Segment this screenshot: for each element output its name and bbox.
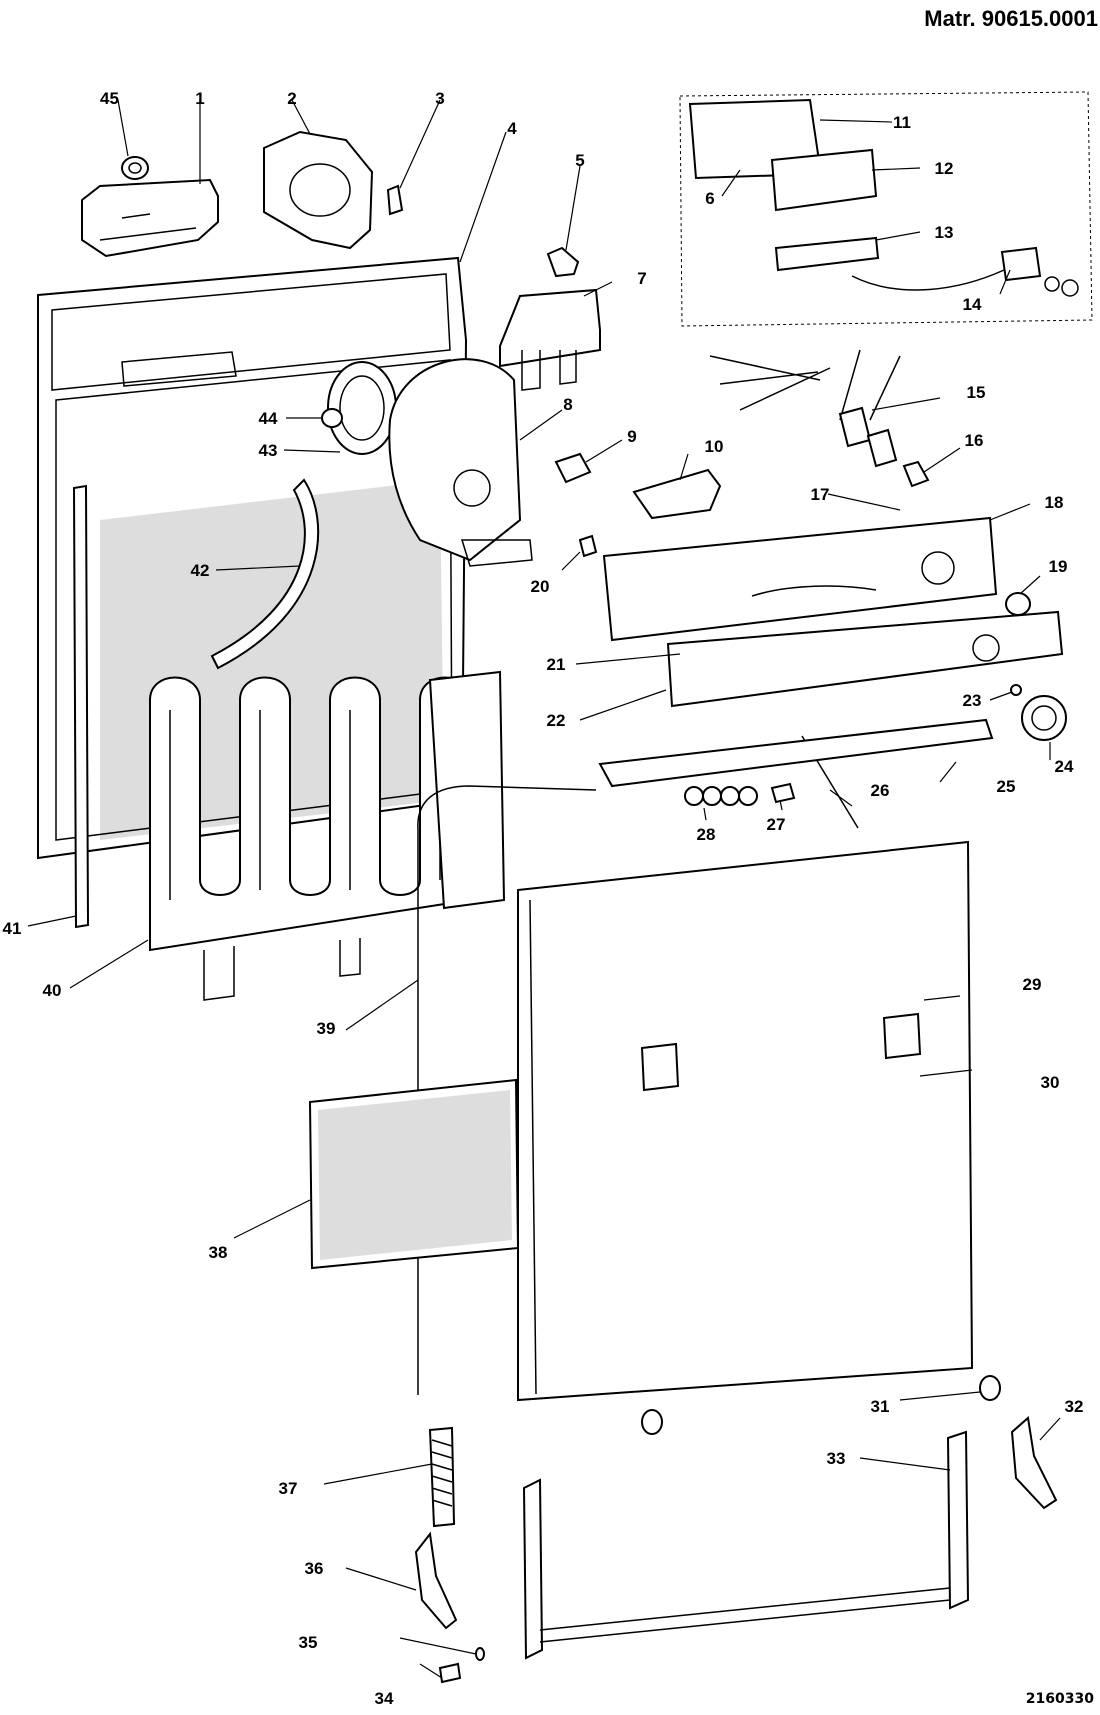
leader-lines (27, 99, 1061, 1679)
callout-26: 26 (871, 781, 890, 800)
callout-41: 41 (3, 919, 22, 938)
callout-11: 11 (893, 113, 911, 132)
callout-5: 5 (575, 151, 584, 170)
part-13-display-board (774, 236, 880, 272)
part-45-cap (121, 156, 149, 180)
part-14-switch (851, 246, 1079, 297)
callout-23: 23 (963, 691, 982, 710)
part-23-washer (1010, 684, 1022, 696)
part-15-wiring-harness (709, 349, 901, 468)
part-35-pin (475, 1647, 485, 1661)
callout-9: 9 (627, 427, 636, 446)
part-18-control-panel (602, 516, 998, 642)
callout-31: 31 (871, 1397, 890, 1416)
part-24-knob (1021, 695, 1067, 741)
part-20-clip (578, 534, 598, 558)
callout-34: 34 (375, 1689, 394, 1708)
part-43-ring (327, 361, 397, 455)
callout-29: 29 (1023, 975, 1042, 994)
callout-32: 32 (1065, 1397, 1084, 1416)
part-19-button (1005, 592, 1031, 616)
callout-38: 38 (209, 1243, 228, 1262)
callout-6: 6 (705, 189, 714, 208)
part-2-housing (263, 130, 374, 250)
part-40-heater-element (149, 670, 506, 1001)
part-37-spring (428, 1426, 456, 1528)
callout-17: 17 (811, 485, 830, 504)
part-5-bracket (546, 246, 580, 278)
part-7-door-lock (499, 288, 601, 391)
callout-12: 12 (935, 159, 954, 178)
callout-18: 18 (1045, 493, 1064, 512)
callout-39: 39 (317, 1019, 336, 1038)
part-8-fan (388, 358, 533, 567)
part-25-strip (598, 718, 994, 788)
callout-20: 20 (531, 577, 550, 596)
callout-24: 24 (1055, 757, 1074, 776)
part-22-facia (666, 610, 1064, 708)
callout-45: 45 (100, 89, 119, 108)
part-28-lamps (684, 786, 758, 806)
callout-25: 25 (997, 777, 1016, 796)
callout-42: 42 (191, 561, 210, 580)
part-3-clip (386, 184, 404, 216)
part-27-lens (770, 782, 796, 804)
callout-22: 22 (547, 711, 566, 730)
callout-16: 16 (965, 431, 984, 450)
part-36-hinge (414, 1531, 458, 1630)
part-10-support (632, 468, 722, 520)
part-42-hose (210, 478, 320, 670)
callout-13: 13 (935, 223, 954, 242)
part-9-pad (554, 452, 592, 484)
callout-30: 30 (1041, 1073, 1060, 1092)
part-32-hinge (1010, 1416, 1058, 1510)
callout-28: 28 (697, 825, 716, 844)
electronics-group-frame (679, 91, 1093, 327)
callout-21: 21 (547, 655, 566, 674)
callout-36: 36 (305, 1559, 324, 1578)
part-38-fill (318, 1090, 512, 1260)
part-12-control-board (770, 148, 878, 212)
callout-8: 8 (563, 395, 572, 414)
part-44-grommet (321, 408, 343, 428)
callout-27: 27 (767, 815, 786, 834)
callout-40: 40 (43, 981, 62, 1000)
part-30-outer-door (517, 840, 974, 1402)
part-39-cable (417, 785, 597, 1395)
callout-1: 1 (195, 89, 204, 108)
drawing-number: 2160330 (1025, 1691, 1094, 1707)
callout-19: 19 (1049, 557, 1068, 576)
callout-15: 15 (967, 383, 986, 402)
callout-44: 44 (259, 409, 278, 428)
callout-labels: 45 1 2 3 4 5 6 7 8 9 10 11 12 13 14 15 1… (3, 89, 1084, 1708)
part-34-bush (438, 1662, 462, 1684)
part-31-feet (641, 1375, 1001, 1435)
callout-2: 2 (287, 89, 296, 108)
callout-7: 7 (637, 269, 646, 288)
part-29-brackets (640, 1012, 922, 1092)
callout-4: 4 (507, 119, 517, 138)
part-41-gasket (72, 484, 90, 929)
callout-10: 10 (705, 437, 724, 456)
callout-35: 35 (299, 1633, 318, 1652)
part-1-handle (81, 178, 219, 258)
callout-37: 37 (279, 1479, 298, 1498)
part-16-terminal (902, 460, 930, 488)
callout-3: 3 (435, 89, 444, 108)
part-33-frame (522, 1430, 970, 1660)
callout-43: 43 (259, 441, 278, 460)
callout-33: 33 (827, 1449, 846, 1468)
material-number: Matr. 90615.0001 (924, 6, 1098, 31)
callout-14: 14 (963, 295, 982, 314)
